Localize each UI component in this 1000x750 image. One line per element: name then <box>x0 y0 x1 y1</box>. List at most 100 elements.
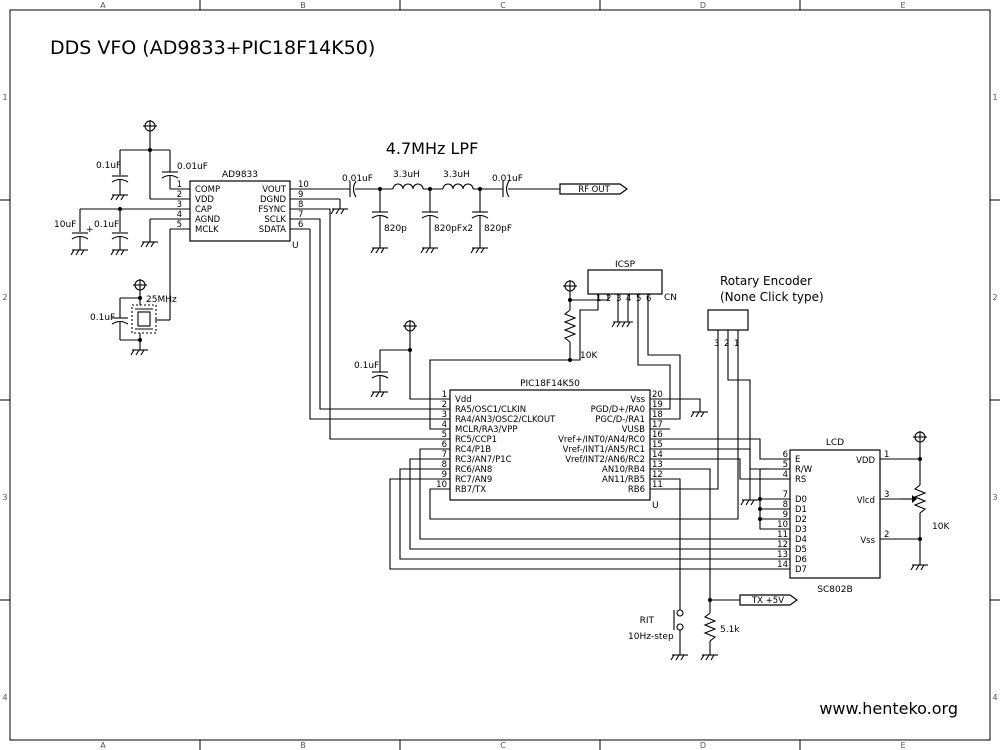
ad9833-pin6-num: 6 <box>298 220 303 230</box>
icsp-pin4: 4 <box>626 294 631 304</box>
pic-pin4-name: MCLR/RA3/VPP <box>455 425 518 435</box>
rit-step-label: 10Hz-step <box>628 632 674 642</box>
r-contrast-value: 10K <box>932 522 950 532</box>
icsp-suffix: CN <box>664 293 677 303</box>
lcd-pin-vlcd: Vlcd <box>857 496 875 506</box>
ad9833-pin7-num: 7 <box>298 210 303 220</box>
icsp-connector: ICSP CN 1 2 3 4 5 6 <box>587 260 677 304</box>
pic-pin5-num: 5 <box>442 430 447 440</box>
ground-symbol <box>470 247 488 254</box>
ad9833-pin7-name: SCLK <box>264 215 286 225</box>
lcd-pin8-num: 8 <box>783 500 788 510</box>
lcd-pin4-num: 4 <box>783 470 788 480</box>
ad9833-pin1-num: 1 <box>177 180 182 190</box>
lcd-pin10-num: 10 <box>777 520 788 530</box>
lpf-label: 4.7MHz LPF <box>386 139 479 158</box>
pic-suffix: U <box>652 501 659 511</box>
frame-col-c: C <box>500 1 506 10</box>
cap-out2-value: 0.01uF <box>492 174 523 184</box>
ad9833-pin2-name: VDD <box>195 195 214 205</box>
ad9833-suffix: U <box>292 241 299 251</box>
pic-pin11-name: RB6 <box>628 485 645 495</box>
lcd-data-wires <box>389 448 770 570</box>
lcd-pin-vss: Vss <box>860 536 875 546</box>
lcd-pin-d3: D3 <box>795 525 807 535</box>
pic-pin8-num: 8 <box>442 460 447 470</box>
ground-symbol <box>700 654 718 661</box>
ad9833-pin3-num: 3 <box>177 200 182 210</box>
pic-pin18-num: 18 <box>652 410 663 420</box>
pic-pin15-num: 15 <box>652 440 663 450</box>
pic-pin3-num: 3 <box>442 410 447 420</box>
cap-filter1-value: 820p <box>384 224 407 234</box>
ground-symbol <box>420 247 438 254</box>
ground-symbol <box>370 391 388 398</box>
ground-symbol <box>70 249 88 256</box>
spi-wires <box>309 208 445 440</box>
rotary-encoder: Rotary Encoder (None Click type) 3 2 1 <box>429 274 824 520</box>
lcd-pin-d0: D0 <box>795 495 807 505</box>
encoder-pin1: 1 <box>734 339 739 349</box>
pic-pin14-num: 14 <box>652 450 663 460</box>
encoder-pin2: 2 <box>724 339 729 349</box>
lcd-pin-d6: D6 <box>795 555 807 565</box>
encoder-pin3: 3 <box>714 339 719 349</box>
icsp-pin3: 3 <box>616 294 621 304</box>
lcd-pin14-num: 14 <box>777 560 788 570</box>
ground-symbol <box>740 499 758 506</box>
lcd-part: SC802B <box>817 585 852 595</box>
schematic-title: DDS VFO (AD9833+PIC18F14K50) <box>50 37 375 59</box>
pic-pin8-name: RC6/AN8 <box>455 465 492 475</box>
pic-pin20-name: Vss <box>630 395 645 405</box>
pic-pin20-num: 20 <box>652 390 663 400</box>
ground-symbol <box>130 349 148 356</box>
pic-pin6-num: 6 <box>442 440 447 450</box>
cap-osc-value: 0.1uF <box>90 313 115 323</box>
frame-col-e: E <box>900 1 905 10</box>
pic-pin13-name: AN10/RB4 <box>602 465 645 475</box>
cap-cap-value: 0.1uF <box>94 220 119 230</box>
ad9833-pin10-name: VOUT <box>262 185 287 195</box>
inductor-l2-value: 3.3uH <box>443 170 470 180</box>
lcd-pin-rw: R/W <box>795 465 813 475</box>
pic-pin10-num: 10 <box>436 480 447 490</box>
rf-out-port <box>559 183 629 195</box>
r-pullup-value: 10K <box>580 351 598 361</box>
ground-symbol <box>110 194 128 201</box>
oscillator-25mhz: 25MHz 0.1uF <box>90 279 177 356</box>
lcd-pin5-num: 5 <box>783 460 788 470</box>
rit-tx-section: RIT 10Hz-step TX +5V 5.1k <box>628 468 799 661</box>
lcd-name: LCD <box>826 438 844 448</box>
frame-col-b-bottom: B <box>300 741 306 750</box>
cap-10u-value: 10uF <box>54 220 76 230</box>
rit-label: RIT <box>640 616 655 626</box>
r-tx-value: 5.1k <box>720 625 740 635</box>
pic-pin14-name: Vref/INT2/AN6/RC2 <box>565 455 645 465</box>
lcd-pin12-num: 12 <box>777 540 788 550</box>
ad9833-pin5-name: MCLK <box>195 225 219 235</box>
icsp-pin2: 2 <box>606 294 611 304</box>
lcd-pin-vdd: VDD <box>856 456 875 466</box>
pic-pin17-num: 17 <box>652 420 663 430</box>
lowpass-filter: 0.01uF 3.3uH 3.3uH 0.01uF 820p <box>310 170 629 254</box>
frame-row-1: 1 <box>2 93 7 102</box>
pic-pin2-num: 2 <box>442 400 447 410</box>
lcd-pin6-num: 6 <box>783 450 788 460</box>
pic-pin7-num: 7 <box>442 450 447 460</box>
ad9833-name: AD9833 <box>222 170 258 180</box>
pic-pin10-name: RB7/TX <box>455 485 486 495</box>
icsp-pin5: 5 <box>636 294 641 304</box>
lcd-pin-d5: D5 <box>795 545 807 555</box>
encoder-title: Rotary Encoder <box>720 274 812 288</box>
ad9833-pin4-num: 4 <box>177 210 182 220</box>
pic-pin5-name: RC5/CCP1 <box>455 435 497 445</box>
encoder-subtitle: (None Click type) <box>720 290 824 304</box>
cap-filter3-value: 820pF <box>484 224 512 234</box>
pic-pin16-num: 16 <box>652 430 663 440</box>
pic-pin17-name: VUSB <box>622 425 645 435</box>
frame-col-d-bottom: D <box>700 741 706 750</box>
pic-pin16-name: Vref+/INT0/AN4/RC0 <box>558 435 645 445</box>
lcd-pin9-num: 9 <box>783 510 788 520</box>
pic-pin18-name: PGC/D-/RA1 <box>595 415 645 425</box>
